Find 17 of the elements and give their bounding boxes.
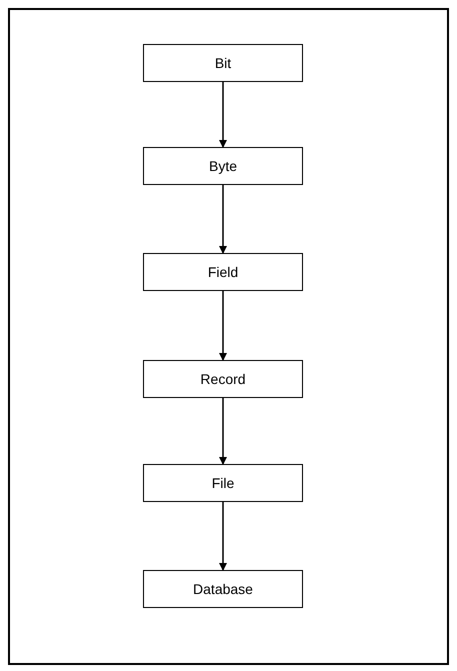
box-label: Bit [214,55,232,71]
box-label: File [212,475,234,491]
process-box [143,570,303,608]
process-box [143,253,303,291]
process-box [143,147,303,185]
arrow [219,82,227,148]
arrow [219,291,227,361]
box-label: Byte [208,158,237,174]
process-box [143,360,303,398]
process-box [143,44,303,82]
arrow [219,502,227,571]
process-box [143,464,303,502]
box-label: Record [200,371,246,387]
arrow [219,185,227,254]
box-label: Database [193,581,253,597]
box-label: Field [208,264,238,280]
arrow [219,398,227,465]
